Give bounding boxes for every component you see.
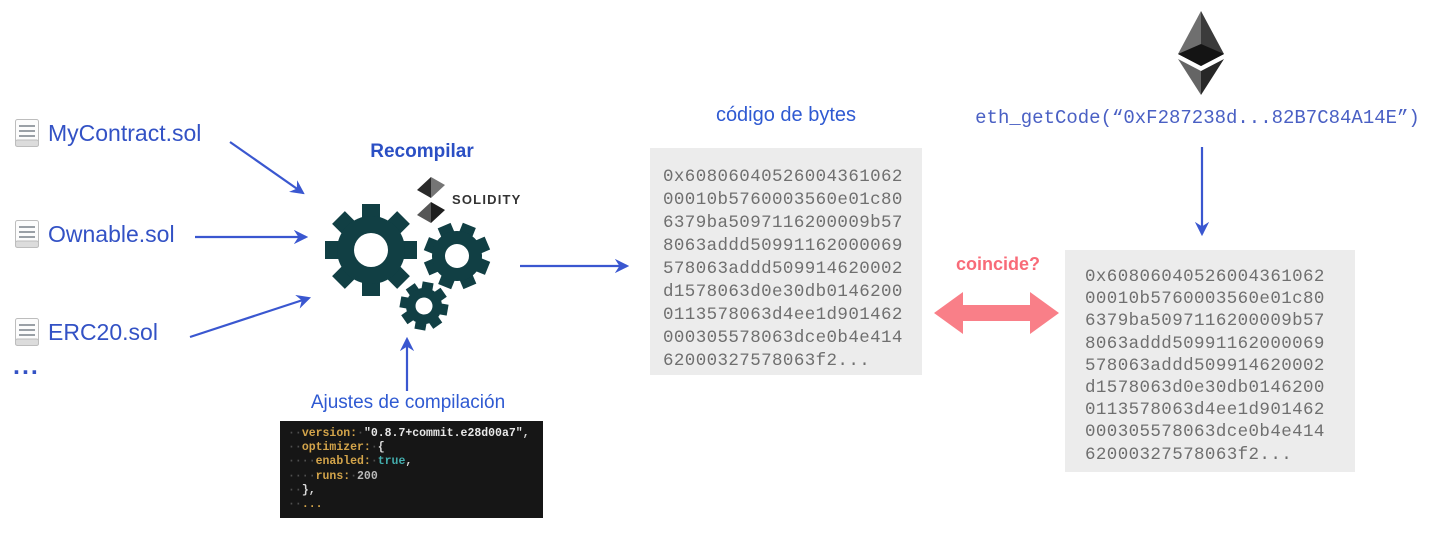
code-token: runs: (315, 469, 351, 483)
code-token: ···· (288, 469, 316, 483)
arrow-erc20-to-compiler (189, 294, 312, 339)
code-token: · (357, 427, 364, 440)
match-question-label: coincide? (955, 254, 1040, 274)
solidity-logo-icon (417, 177, 445, 223)
code-line: ··... (288, 498, 535, 512)
code-line: ··version:·"0.8.7+commit.e28d00a7", (288, 427, 535, 441)
solidity-logo-label: SOLIDITY (452, 192, 522, 207)
file-label: ERC20.sol (48, 318, 158, 345)
code-token: ·· (288, 498, 302, 512)
code-line: ··}, (288, 484, 535, 498)
compiler-settings-code: ··version:·"0.8.7+commit.e28d00a7",··opt… (280, 421, 543, 518)
bytecode-box-right: 0x60806040526004361062 00010b5760003560e… (1065, 250, 1355, 472)
code-token: · (370, 441, 378, 455)
document-icon (15, 220, 39, 248)
code-token: }, (301, 483, 316, 497)
code-token: optimizer: (301, 441, 371, 455)
compilation-settings-title: Ajustes de compilación (310, 392, 506, 413)
code-line: ····runs:·200 (288, 470, 535, 484)
file-label: Ownable.sol (48, 220, 175, 247)
document-icon (15, 119, 39, 147)
file-row: Ownable.sol (48, 219, 175, 249)
code-token: true (377, 455, 406, 469)
code-token: 200 (357, 469, 378, 483)
gears-icon (325, 204, 491, 331)
code-token: · (350, 469, 358, 483)
code-token: "0.8.7+commit.e28d00a7" (363, 427, 523, 440)
code-token: · (370, 455, 378, 469)
match-double-arrow (934, 292, 1059, 334)
file-label: MyContract.sol (48, 119, 202, 146)
bytecode-text-right: 0x60806040526004361062 00010b5760003560e… (1085, 267, 1325, 465)
code-token: , (522, 427, 530, 440)
file-row: ERC20.sol (48, 317, 158, 347)
code-token: version: (301, 427, 358, 440)
code-line: ····enabled:·true, (288, 455, 535, 469)
arrow-mycontract-to-compiler (229, 141, 305, 195)
ethereum-logo-icon (1178, 11, 1224, 95)
code-token: ·· (288, 483, 302, 497)
code-token: { (377, 441, 385, 455)
file-row: MyContract.sol (48, 118, 201, 148)
code-token: enabled: (315, 455, 371, 469)
code-token: ···· (288, 455, 316, 469)
bytecode-text-left: 0x60806040526004361062 00010b5760003560e… (663, 167, 903, 371)
code-token: , (405, 455, 413, 469)
eth-getcode-call: eth_getCode(“0xF287238d...82B7C84A14E”) (975, 107, 1420, 129)
bytecode-box-left: 0x60806040526004361062 00010b5760003560e… (650, 148, 922, 375)
code-token: ... (301, 498, 323, 512)
code-token: ·· (288, 441, 302, 455)
document-icon (15, 318, 39, 346)
recompilar-label: Recompilar (370, 141, 474, 162)
more-files-label: ... (13, 352, 40, 380)
code-token: ·· (288, 427, 302, 440)
bytecode-title: código de bytes (715, 104, 857, 126)
code-line: ··optimizer:·{ (288, 441, 535, 455)
